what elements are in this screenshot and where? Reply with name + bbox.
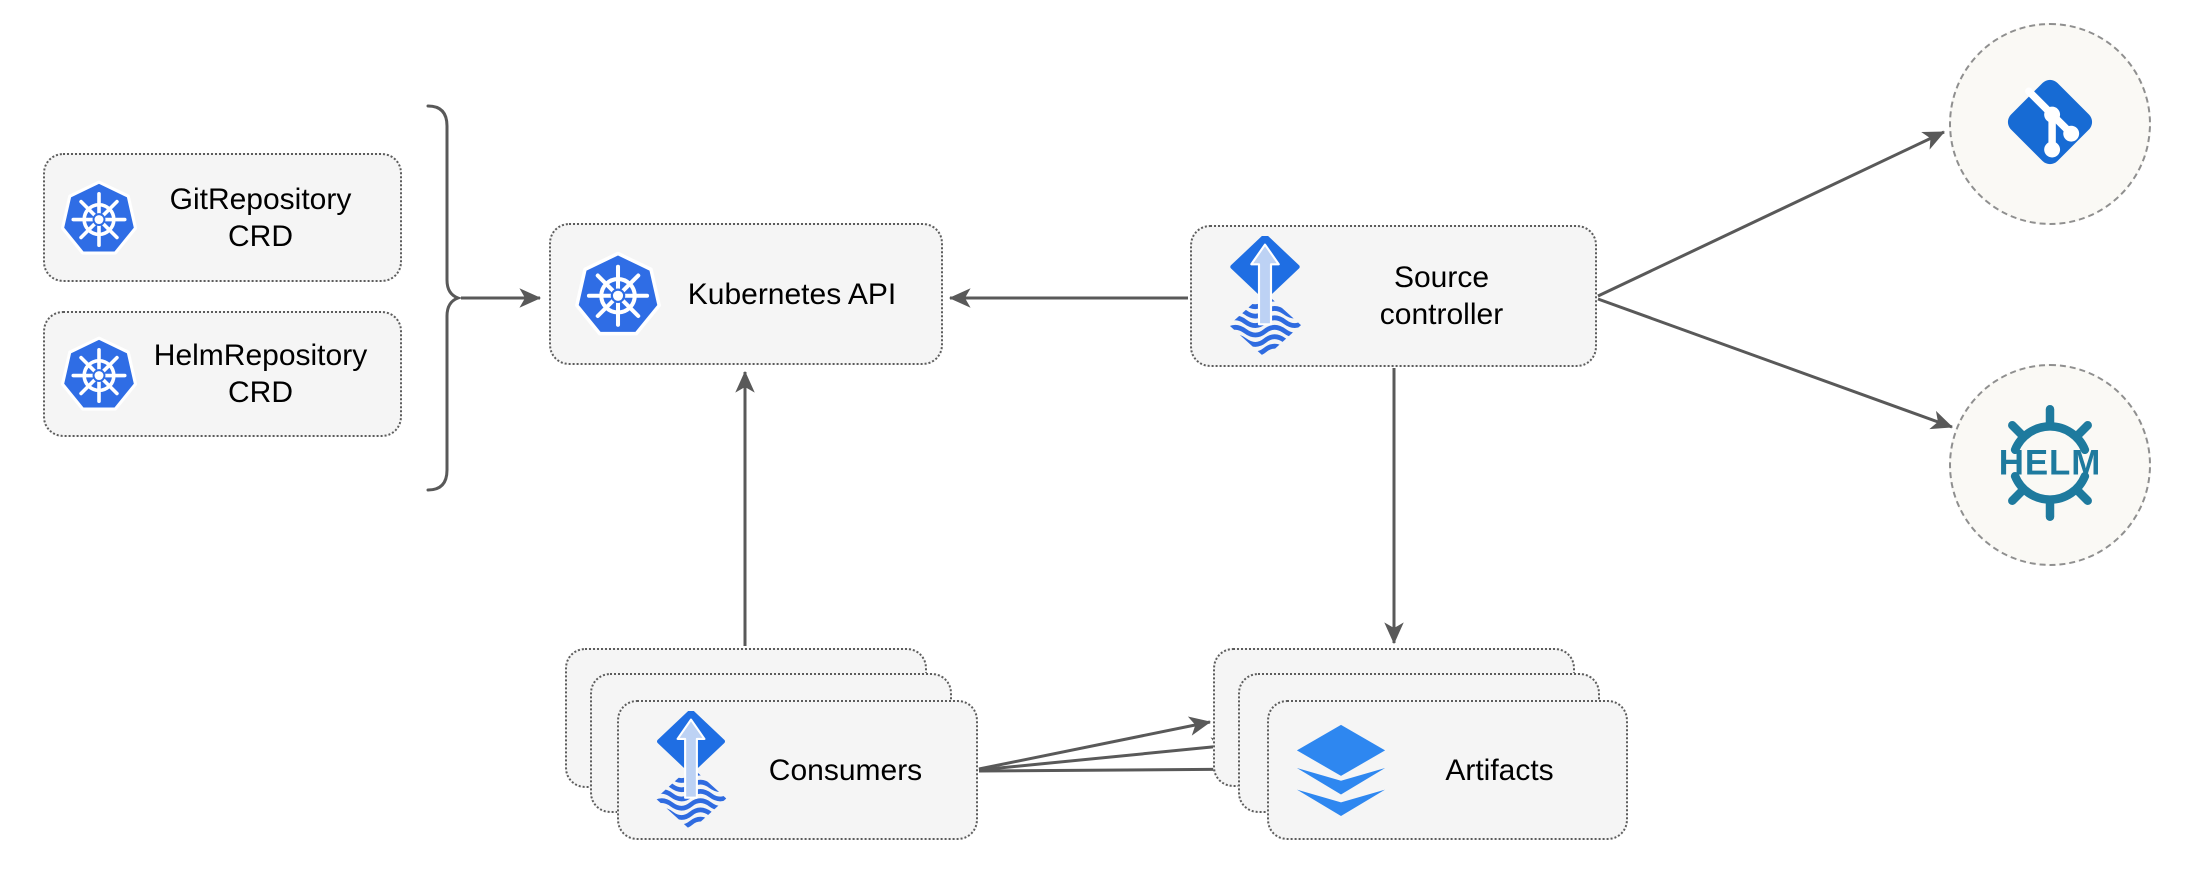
kubernetes-icon — [59, 335, 139, 413]
label-line-2: CRD — [228, 376, 293, 409]
git-icon — [1997, 69, 2103, 180]
helm-logo-text: HELM — [1999, 443, 2102, 482]
edge-consumers-to-artifacts-1 — [978, 716, 1212, 771]
kubernetes-icon — [573, 250, 663, 338]
node-artifacts: Artifacts — [1267, 700, 1628, 840]
flux-icon — [649, 711, 733, 829]
node-git-remote — [1949, 23, 2151, 225]
kubernetes-icon — [59, 179, 139, 257]
label-line-2: CRD — [228, 219, 293, 253]
node-label: Kubernetes API — [687, 277, 897, 311]
layers-icon — [1291, 721, 1391, 819]
node-label: Source controller — [1308, 259, 1575, 333]
node-label: Consumers — [768, 753, 923, 787]
flux-icon — [1222, 236, 1308, 356]
label-line-1: GitRepository — [169, 182, 352, 216]
label-line-1: Source — [1393, 261, 1490, 294]
edge-source-controller-to-git — [1597, 130, 1945, 298]
label-line-1: HelmRepository — [153, 339, 368, 372]
node-helm-remote: HELM — [1949, 364, 2151, 566]
crd-group-brace — [426, 104, 463, 492]
node-kubernetes-api: Kubernetes API — [549, 223, 943, 365]
edge-source-controller-to-helm — [1597, 297, 1954, 430]
label-line-2: controller — [1379, 298, 1504, 331]
helm-icon: HELM — [1984, 397, 2116, 534]
node-label: Artifacts — [1445, 753, 1554, 787]
node-source-controller: Source controller — [1190, 225, 1597, 367]
edge-consumers-to-artifacts-2 — [978, 737, 1234, 772]
node-consumers: Consumers — [617, 700, 978, 840]
